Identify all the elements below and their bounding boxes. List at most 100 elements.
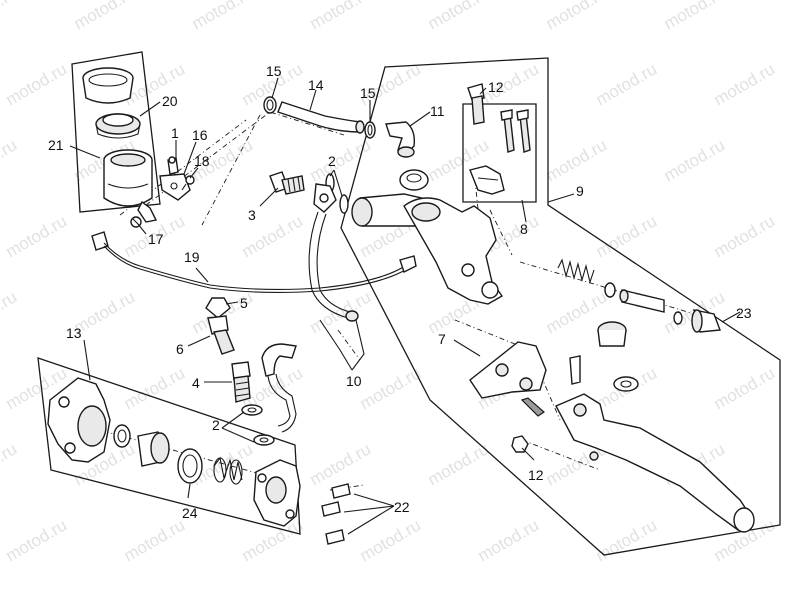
watermark-text: motod.ru <box>307 0 375 33</box>
clutch-hose <box>308 211 359 322</box>
watermark-text: motod.ru <box>593 515 661 565</box>
watermark-text: motod.ru <box>661 135 729 185</box>
reservoir-elbow <box>385 121 416 158</box>
lever-adjuster-knob <box>597 321 627 347</box>
reservoir-bracket <box>159 173 191 201</box>
callout-13: 13 <box>66 325 82 341</box>
mirror-clamp-screw <box>467 83 485 125</box>
callout-18: 18 <box>194 153 210 169</box>
axis-line <box>145 111 345 206</box>
piston-spring <box>557 258 595 284</box>
slave-cylinder-frame <box>37 357 301 535</box>
callout-12a: 12 <box>488 79 504 95</box>
clamp-bolt <box>500 109 515 153</box>
callout-2b: 2 <box>212 417 220 433</box>
callout-17: 17 <box>148 231 164 247</box>
watermark-text: motod.ru <box>0 0 20 33</box>
elbow-grommet <box>399 169 429 191</box>
banjo-fitting <box>313 183 337 213</box>
cover-screw <box>325 529 345 545</box>
callout-20: 20 <box>162 93 178 109</box>
master-cylinder-body <box>351 193 504 305</box>
callout-3: 3 <box>248 207 256 223</box>
lower-hose-fitting <box>261 343 297 433</box>
bracket-screw <box>167 156 179 175</box>
watermark-text: motod.ru <box>121 515 189 565</box>
bleed-valve <box>207 315 235 355</box>
pivot-pin <box>520 397 545 417</box>
reservoir-diaphragm <box>95 113 141 139</box>
reservoir-frame <box>71 51 161 213</box>
callout-6: 6 <box>176 341 184 357</box>
master-cylinder-frame <box>340 57 781 556</box>
slave-o-ring <box>177 448 203 484</box>
callout-16: 16 <box>192 127 208 143</box>
lever-bracket <box>469 341 547 399</box>
adjuster-washer <box>613 376 639 392</box>
slave-cover <box>253 459 301 527</box>
axis-line <box>329 484 365 491</box>
watermark-text: motod.ru <box>0 287 20 337</box>
watermark-text: motod.ru <box>711 363 779 413</box>
watermark-text: motod.ru <box>0 135 20 185</box>
callout-5: 5 <box>240 295 248 311</box>
callout-9: 9 <box>576 183 584 199</box>
adjuster-pin <box>569 355 581 385</box>
callout-4: 4 <box>192 375 200 391</box>
bracket-frame <box>462 103 537 203</box>
callout-12b: 12 <box>528 467 544 483</box>
watermark-text: motod.ru <box>0 439 20 489</box>
hose-clamp <box>364 121 376 139</box>
callout-15a: 15 <box>266 63 282 79</box>
slave-cylinder-body <box>47 377 111 463</box>
watermark-text: motod.ru <box>357 363 425 413</box>
cover-screw <box>321 501 341 517</box>
cover-screw <box>331 483 351 499</box>
watermark-text: motod.ru <box>711 59 779 109</box>
callout-22: 22 <box>394 499 410 515</box>
sealing-washer <box>253 434 275 446</box>
axis-line <box>337 329 361 361</box>
callout-2a: 2 <box>328 153 336 169</box>
axis-line <box>201 114 261 226</box>
callout-7: 7 <box>438 331 446 347</box>
watermark-text: motod.ru <box>593 59 661 109</box>
callout-23: 23 <box>736 305 752 321</box>
callout-10: 10 <box>346 373 362 389</box>
master-piston <box>619 289 665 313</box>
callout-8: 8 <box>520 221 528 237</box>
axis-line <box>521 439 601 471</box>
hose-clamp <box>263 96 277 114</box>
watermark-text: motod.ru <box>3 211 71 261</box>
return-spring <box>213 456 243 485</box>
banjo-bolt <box>269 171 305 195</box>
callout-19: 19 <box>184 249 200 265</box>
watermark-text: motod.ru <box>3 515 71 565</box>
watermark-text: motod.ru <box>661 0 729 33</box>
cup-seal <box>604 282 616 298</box>
callout-numbers: 1 16 18 17 20 21 15 14 15 11 12 2 3 9 8 … <box>48 63 752 521</box>
watermark-text: motod.ru <box>475 59 543 109</box>
clamp-bolt <box>516 109 531 153</box>
watermark-text: motod.ru <box>711 211 779 261</box>
dust-boot <box>691 309 721 333</box>
slave-piston <box>137 431 170 467</box>
callout-11: 11 <box>430 103 445 119</box>
callout-14: 14 <box>308 77 324 93</box>
clutch-lever <box>555 393 755 533</box>
sealing-washer <box>339 194 349 214</box>
slave-seal <box>113 424 131 448</box>
reservoir-hose <box>277 101 365 134</box>
reservoir-cap <box>82 67 134 104</box>
handlebar-clamp <box>469 165 505 195</box>
callout-15b: 15 <box>360 85 376 101</box>
clamp-screw <box>181 175 195 191</box>
clutch-switch-cable <box>91 231 417 294</box>
watermark-text: motod.ru <box>189 0 257 33</box>
watermark-text: motod.ru <box>593 211 661 261</box>
watermark-text: motod.ru <box>3 59 71 109</box>
watermark-text: motod.ru <box>425 0 493 33</box>
piston-circlip <box>673 311 683 325</box>
